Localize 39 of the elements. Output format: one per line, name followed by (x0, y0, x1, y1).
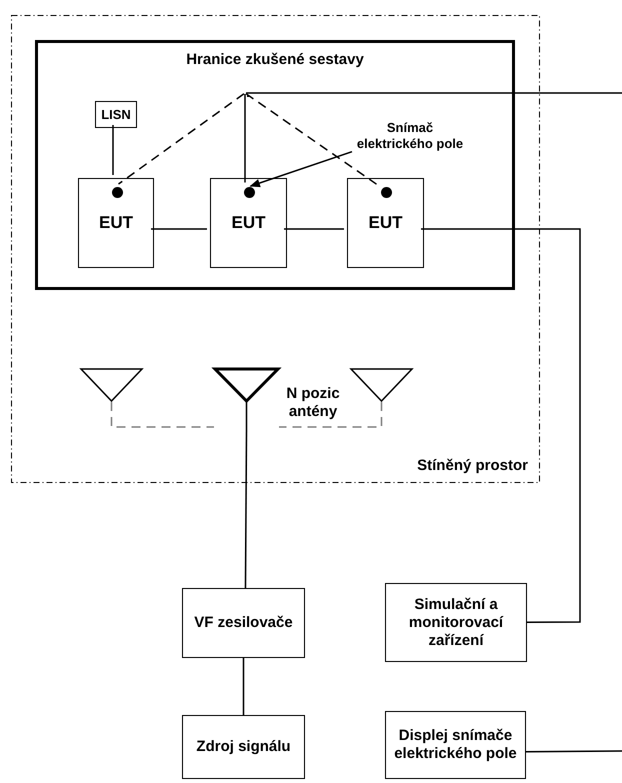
connector-line (526, 750, 622, 753)
connector-line (244, 94, 246, 182)
dashed-line (279, 402, 382, 428)
boundary-title: Hranice zkušené sestavy (186, 51, 364, 69)
shielded-room-outline (11, 15, 540, 483)
sensor-label: Snímač elektrického pole (356, 120, 464, 152)
node-label: Simulační a monitorovací zařízení (408, 596, 504, 650)
equipment-box (210, 178, 287, 268)
connector-line (421, 228, 581, 623)
equipment-box (347, 178, 424, 268)
dashed-line (118, 93, 244, 185)
leader-arrow (250, 150, 352, 188)
connector-line (244, 430, 248, 588)
node-label: EUT (232, 212, 266, 234)
room-label: Stíněný prostor (417, 457, 528, 475)
test-setup-boundary (35, 40, 515, 290)
sensor-dot (380, 186, 392, 198)
connector-line (246, 92, 622, 94)
node-label: LISN (101, 106, 131, 122)
amplifier-box (182, 588, 305, 658)
sensor-dot (112, 186, 122, 198)
antenna-positions-label: N pozic antény (285, 385, 341, 421)
node-label: Displej snímače elektrického pole (393, 727, 518, 763)
node-label: EUT (368, 212, 402, 234)
simulation-monitoring-box (385, 583, 527, 662)
node-label: EUT (99, 212, 133, 234)
lisn-box (95, 101, 137, 128)
equipment-box (78, 178, 154, 268)
field-sensor-display-box (385, 711, 526, 779)
sensor-dot (244, 186, 254, 198)
node-label: Zdroj signálu (196, 738, 291, 756)
node-label: VF zesilovače (194, 614, 293, 632)
signal-source-box (182, 715, 305, 779)
connector-line (284, 228, 344, 230)
dashed-line (246, 93, 377, 185)
connector-line (242, 658, 244, 715)
dashed-line (110, 402, 214, 428)
connector-line (151, 228, 207, 230)
connector-line (112, 125, 114, 175)
